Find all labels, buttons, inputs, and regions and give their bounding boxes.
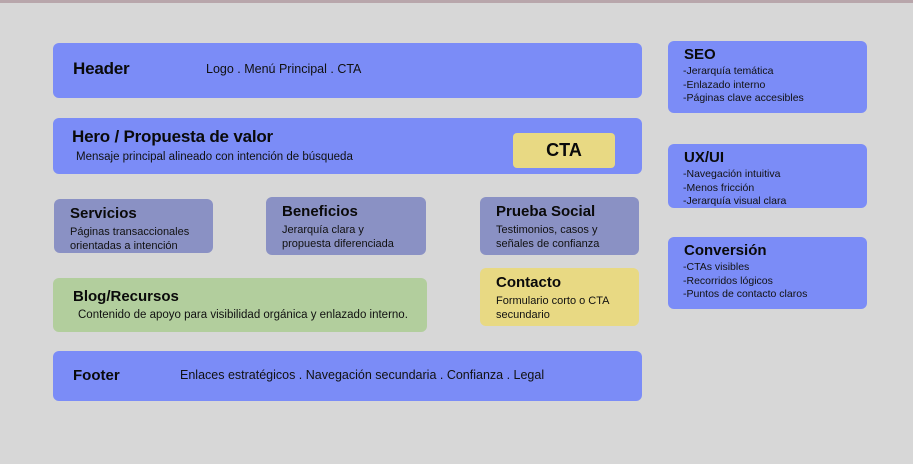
blog-subtitle: Contenido de apoyo para visibilidad orgá… (78, 309, 408, 321)
annotation-list-conversion: -CTAs visibles -Recorridos lógicos -Punt… (683, 261, 808, 300)
wireframe-blog-block[interactable]: Blog/Recursos Contenido de apoyo para vi… (53, 278, 427, 332)
annotation-title-conversion: Conversión (684, 242, 767, 259)
card-title-beneficios: Beneficios (282, 203, 358, 220)
footer-title: Footer (73, 367, 120, 384)
wireframe-contacto-block[interactable]: Contacto Formulario corto o CTA secundar… (480, 268, 639, 326)
blog-title: Blog/Recursos (73, 288, 179, 305)
annotation-list-seo: -Jerarquía temática -Enlazado interno -P… (683, 65, 804, 104)
annotation-title-uxui: UX/UI (684, 149, 725, 166)
annotation-card-uxui[interactable]: UX/UI -Navegación intuitiva -Menos fricc… (668, 144, 867, 208)
card-subtitle-prueba-social: Testimonios, casos y señales de confianz… (496, 224, 600, 250)
wireframe-header-block[interactable]: Header Logo . Menú Principal . CTA (53, 43, 642, 98)
contacto-title: Contacto (496, 274, 561, 291)
card-subtitle-beneficios: Jerarquía clara y propuesta diferenciada (282, 224, 394, 250)
wireframe-footer-block[interactable]: Footer Enlaces estratégicos . Navegación… (53, 351, 642, 401)
header-title: Header (73, 59, 130, 78)
annotation-card-seo[interactable]: SEO -Jerarquía temática -Enlazado intern… (668, 41, 867, 113)
hero-subtitle: Mensaje principal alineado con intención… (76, 151, 353, 163)
header-meta-text: Logo . Menú Principal . CTA (206, 62, 362, 76)
annotation-title-seo: SEO (684, 46, 716, 63)
footer-meta-text: Enlaces estratégicos . Navegación secund… (180, 368, 545, 382)
contacto-subtitle: Formulario corto o CTA secundario (496, 295, 610, 321)
card-subtitle-servicios: Páginas transaccionales orientadas a int… (70, 226, 190, 252)
card-title-prueba-social: Prueba Social (496, 203, 596, 220)
wireframe-card-prueba-social[interactable]: Prueba Social Testimonios, casos y señal… (480, 197, 639, 255)
wireframe-card-servicios[interactable]: Servicios Páginas transaccionales orient… (54, 199, 213, 253)
card-title-servicios: Servicios (70, 205, 137, 222)
wireframe-card-beneficios[interactable]: Beneficios Jerarquía clara y propuesta d… (266, 197, 426, 255)
hero-cta-button[interactable]: CTA (513, 133, 615, 168)
annotation-list-uxui: -Navegación intuitiva -Menos fricción -J… (683, 168, 787, 207)
annotation-card-conversion[interactable]: Conversión -CTAs visibles -Recorridos ló… (668, 237, 867, 309)
hero-title: Hero / Propuesta de valor (72, 127, 273, 146)
